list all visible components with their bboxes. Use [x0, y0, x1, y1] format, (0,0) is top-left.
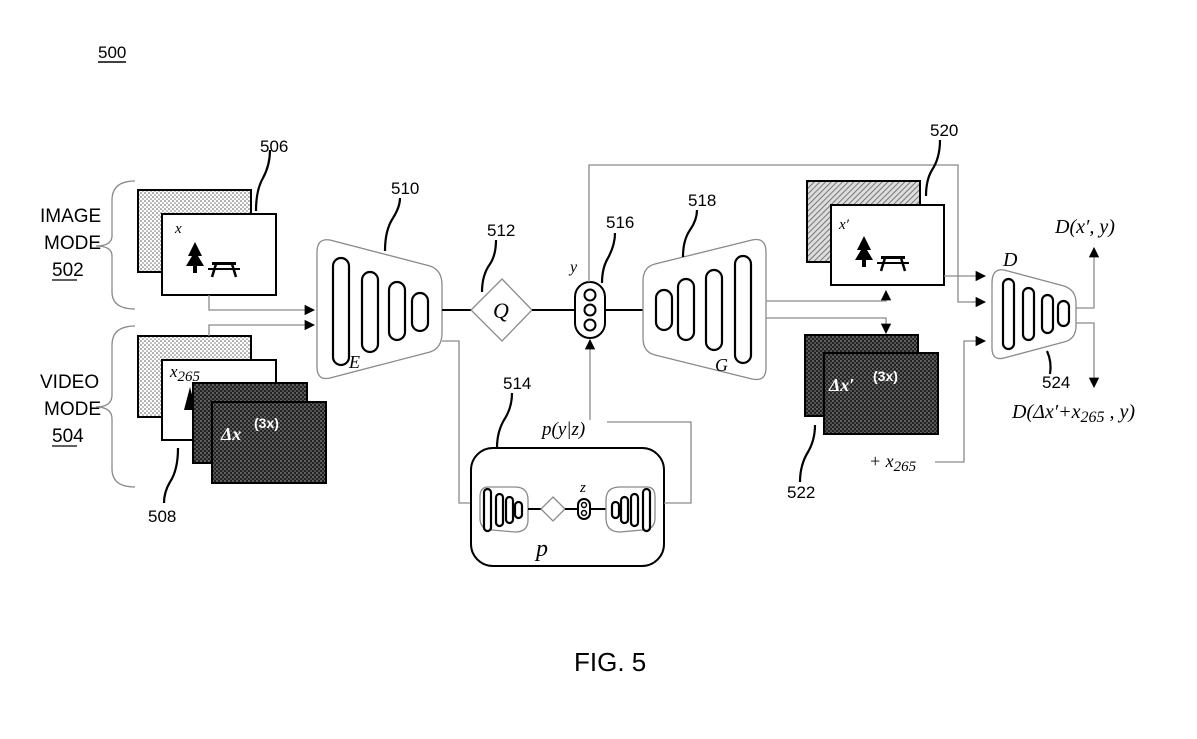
video-mode-group: VIDEO MODE 504 [40, 325, 136, 488]
image-mode-group: IMAGE MODE 502 [40, 180, 136, 310]
encoder-layer [360, 270, 380, 354]
quantizer-block: Q 512 [470, 221, 533, 342]
prior-ref: 514 [503, 374, 531, 393]
latent-node: y 516 [568, 213, 634, 339]
encoder-layer [331, 256, 351, 367]
latent-ref: 516 [606, 213, 634, 232]
generator-leader [681, 209, 699, 258]
discriminator-image-output-label: D(x′, y) [1054, 216, 1115, 238]
image-mode-label-2: MODE [44, 233, 101, 254]
quantizer-diamond [470, 278, 533, 342]
prior-leader [495, 392, 514, 449]
video-mode-label-2: MODE [44, 399, 101, 420]
discriminator-layer [1021, 286, 1036, 342]
discriminator-image-output-arrow [1076, 246, 1100, 309]
encoder-layer [387, 280, 407, 342]
image-to-encoder-arrow [208, 295, 316, 316]
video-frame-label: x265 [169, 362, 201, 385]
discriminator-video-output-arrow [1076, 322, 1100, 389]
generator-to-image-output-arrow [766, 289, 892, 302]
image-input-frames: x 506 [137, 137, 288, 296]
image-output-ref: 520 [930, 121, 958, 140]
image-frame-label: x [174, 221, 182, 237]
video-output-label: Δx′ [828, 375, 854, 395]
discriminator-video-output-label: D(Δx′+x265 , y) [1011, 401, 1135, 426]
discriminator-leader [1045, 350, 1052, 375]
prior-quantizer-diamond [540, 496, 566, 522]
prior-frame [470, 447, 665, 567]
prior-output-line [607, 421, 692, 504]
encoder-leader [383, 197, 402, 252]
generator-layer [676, 277, 696, 342]
figure-ref-text: 500 [98, 43, 126, 62]
video-output-ref: 522 [787, 483, 815, 502]
image-output-label: x′ [838, 217, 850, 233]
generator-layer [733, 254, 753, 365]
video-mode-label-1: VIDEO [40, 372, 99, 393]
generator-layer [704, 268, 724, 352]
image-frame-leader [254, 149, 272, 212]
video-output-frames: Δx′ (3x) 522 + x265 [787, 334, 939, 502]
generator-ref: 518 [688, 191, 716, 210]
prior-block: z p 514 p(y|z) [470, 374, 665, 567]
prior-label: p [534, 536, 548, 562]
quantizer-ref: 512 [487, 221, 515, 240]
image-mode-ref: 502 [52, 260, 84, 281]
video-output-sup: (3x) [873, 368, 898, 384]
figure-ref-number: 500 [98, 43, 126, 63]
discriminator-label: D [1002, 249, 1018, 271]
video-output-front-frame [823, 352, 939, 435]
figure-caption: FIG. 5 [574, 647, 646, 677]
image-output-frames: x′ 520 [806, 121, 958, 286]
encoder-to-prior-line [442, 340, 480, 504]
generator-block: G 518 [642, 191, 767, 381]
discriminator-layer [1056, 299, 1071, 328]
video-to-encoder-arrow [208, 319, 316, 336]
discriminator-ref: 524 [1042, 373, 1070, 392]
image-front-frame [161, 213, 277, 296]
video-mode-ref: 504 [52, 426, 84, 447]
discriminator-block: D 524 [991, 249, 1077, 392]
latent-label: y [568, 259, 578, 276]
quantizer-leader [480, 239, 498, 293]
add-input-label: + x265 [869, 451, 917, 475]
image-mode-brace [95, 180, 136, 310]
video-frame-ref: 508 [148, 507, 176, 526]
output-front-frame [830, 204, 945, 286]
latent-leader [600, 232, 617, 284]
image-output-leader [924, 139, 942, 197]
latent-to-discriminator-line [588, 164, 987, 308]
residual-label: Δx [220, 424, 241, 444]
generator-layer [654, 288, 674, 332]
add-input-to-discriminator-arrow [935, 335, 987, 463]
residual-front-frame [211, 401, 327, 484]
prior-output-label: p(y|z) [540, 419, 585, 440]
residual-sup: (3x) [254, 415, 279, 431]
encoder-block: E 510 [316, 179, 443, 380]
video-input-frames: x265 Δx (3x) 508 [137, 335, 327, 526]
encoder-ref: 510 [391, 179, 419, 198]
image-frame-ref: 506 [260, 137, 288, 156]
quantizer-label: Q [493, 298, 509, 323]
video-output-leader [798, 424, 817, 483]
image-mode-label-1: IMAGE [40, 206, 101, 227]
video-frame-leader [162, 447, 180, 504]
prior-latent-label: z [579, 480, 586, 496]
encoder-label: E [348, 352, 360, 372]
encoder-layer [410, 291, 430, 333]
generator-to-video-output-arrow [766, 317, 892, 335]
discriminator-layer [1040, 293, 1055, 335]
generator-label: G [715, 355, 728, 375]
video-mode-brace [95, 325, 136, 488]
discriminator-layer [1001, 277, 1016, 351]
